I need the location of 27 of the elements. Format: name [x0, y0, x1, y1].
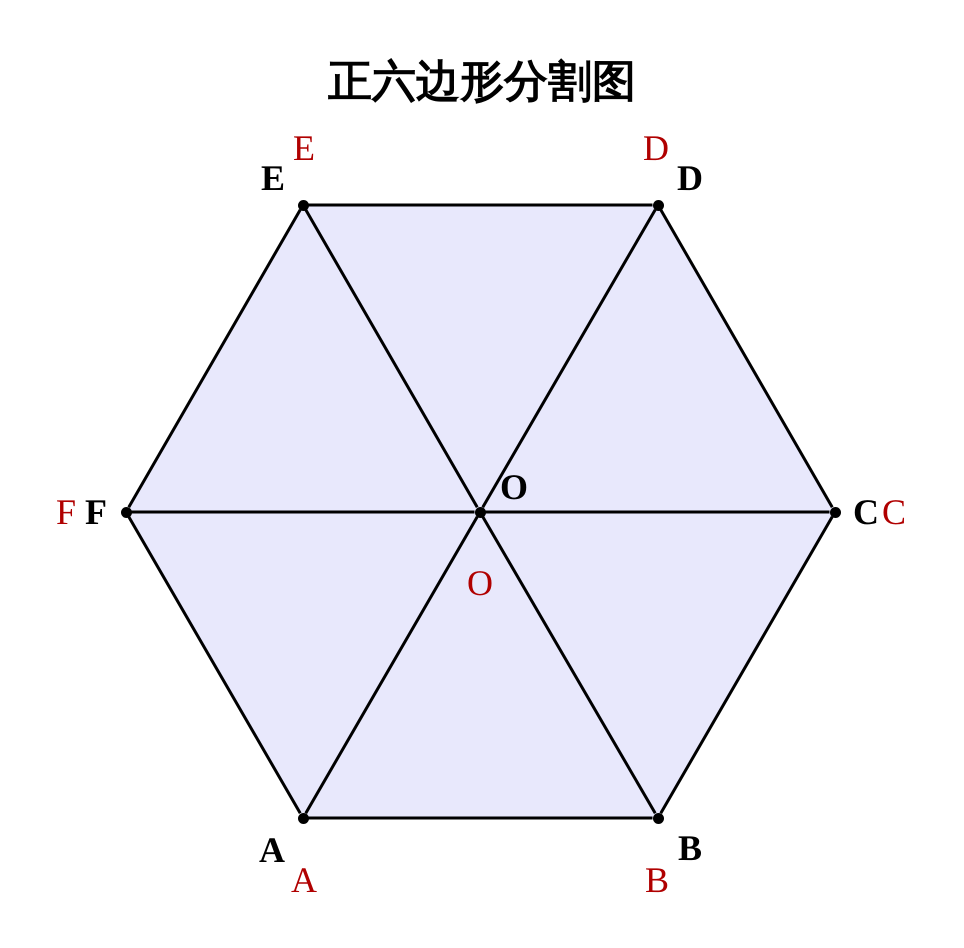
line-segment	[304, 516, 479, 814]
line-segment	[659, 516, 834, 814]
point-label: C	[853, 494, 879, 530]
point-label: A	[291, 862, 317, 898]
point-label: A	[259, 832, 285, 868]
point-label: F	[56, 494, 76, 530]
point-label: E	[293, 130, 315, 166]
line-segment	[308, 816, 652, 820]
line-segment	[132, 510, 474, 514]
line-segment	[659, 209, 834, 508]
point-label: B	[678, 830, 702, 866]
point-label: D	[677, 160, 703, 196]
line-segment	[127, 516, 302, 814]
point-label: O	[467, 565, 493, 601]
line-segment	[481, 209, 657, 508]
title: 正六边形分割图	[328, 56, 636, 108]
point-label: C	[882, 494, 906, 530]
line-segment	[486, 510, 830, 514]
point-label: F	[85, 494, 107, 530]
line-segment	[304, 209, 479, 508]
point-label: B	[644, 862, 669, 898]
line-segment	[127, 209, 302, 508]
point-label: O	[500, 469, 528, 505]
line-segment	[481, 516, 657, 814]
point-label: D	[643, 130, 669, 166]
point-label: E	[260, 160, 285, 196]
line-segment	[308, 204, 652, 206]
